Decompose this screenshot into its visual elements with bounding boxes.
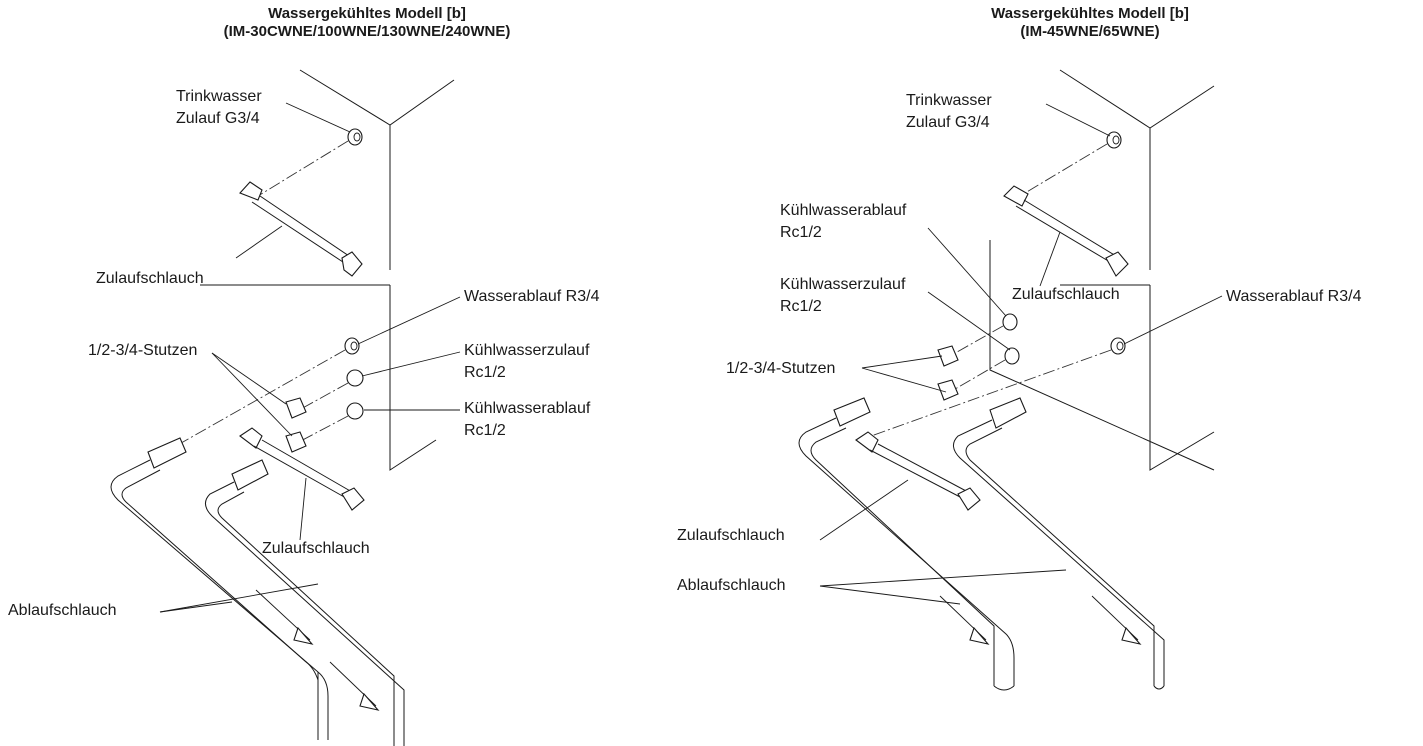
right-label-coolant-drain: Kühlwasserablauf Rc1/2 [780, 200, 906, 244]
right-label-potable-water-line2: Zulauf G3/4 [906, 114, 990, 131]
left-title-line1: Wassergekühltes Modell [b] [268, 5, 466, 22]
right-adapters [937, 345, 959, 401]
right-leader-lines [819, 103, 1223, 605]
left-water-inlet-fitting [347, 128, 363, 146]
right-label-potable-water-line1: Trinkwasser [906, 92, 992, 109]
left-inlet-centerline [257, 140, 349, 197]
right-drain-centerline-1 [859, 349, 1112, 441]
left-label-drain-hose: Ablaufschlauch [8, 602, 117, 619]
left-label-adapter: 1/2-3/4-Stutzen [88, 342, 198, 359]
left-inlet-hose-bottom [239, 427, 365, 511]
right-label-inlet-hose-top: Zulaufschlauch [1012, 286, 1120, 303]
right-label-inlet-hose-bottom: Zulaufschlauch [677, 527, 785, 544]
left-label-water-drain: Wasserablauf R3/4 [464, 288, 600, 305]
right-inlet-centerline [1019, 143, 1108, 197]
left-label-coolant-drain-line1: Kühlwasserablauf [464, 400, 591, 417]
left-diagram [110, 69, 461, 746]
right-label-coolant-inlet: Kühlwasserzulauf Rc1/2 [780, 274, 905, 318]
left-label-potable-water-line1: Trinkwasser [176, 88, 262, 105]
left-label-coolant-inlet: Kühlwasserzulauf Rc1/2 [464, 340, 589, 384]
left-leader-lines [159, 102, 461, 613]
right-title-line1: Wassergekühltes Modell [b] [991, 5, 1189, 22]
left-label-coolant-inlet-line2: Rc1/2 [464, 364, 506, 381]
left-drain-centerline-3 [294, 415, 349, 445]
right-diagram [798, 69, 1223, 691]
left-label-potable-water-inlet: Trinkwasser Zulauf G3/4 [176, 86, 262, 130]
right-coolant-centerline-2 [949, 359, 1006, 393]
right-drain-hose-2 [953, 397, 1165, 690]
right-label-water-drain: Wasserablauf R3/4 [1226, 288, 1362, 305]
right-label-coolant-drain-line2: Rc1/2 [780, 224, 822, 241]
left-label-potable-water-line2: Zulauf G3/4 [176, 110, 260, 127]
right-label-drain-hose: Ablaufschlauch [677, 577, 786, 594]
left-adapters [285, 397, 307, 453]
left-label-coolant-drain: Kühlwasserablauf Rc1/2 [464, 398, 590, 442]
right-coolant-centerline-1 [949, 325, 1004, 357]
left-label-inlet-hose-top: Zulaufschlauch [96, 270, 204, 287]
right-flow-arrow-2-head [1121, 626, 1142, 645]
left-drain-fittings [344, 337, 364, 420]
right-drain-hose-1 [798, 397, 1015, 691]
right-title: Wassergekühltes Modell [b] (IM-45WNE/65W… [935, 5, 1245, 41]
left-housing [200, 69, 455, 471]
right-label-coolant-inlet-line1: Kühlwasserzulauf [780, 276, 906, 293]
left-flow-arrow-2-head [359, 692, 380, 711]
right-coolant-fittings [1002, 313, 1126, 365]
right-title-line2: (IM-45WNE/65WNE) [1020, 23, 1160, 40]
left-title-line2: (IM-30CWNE/100WNE/130WNE/240WNE) [223, 23, 511, 40]
left-label-inlet-hose-bottom: Zulaufschlauch [262, 540, 370, 557]
left-drain-hose-1 [110, 437, 329, 740]
left-label-coolant-inlet-line1: Kühlwasserzulauf [464, 342, 590, 359]
left-drain-hose-2 [205, 459, 405, 746]
right-label-potable-water-inlet: Trinkwasser Zulauf G3/4 [906, 90, 992, 134]
right-label-coolant-inlet-line2: Rc1/2 [780, 298, 822, 315]
right-label-adapter: 1/2-3/4-Stutzen [726, 360, 836, 377]
right-inlet-hose-bottom [855, 431, 981, 511]
right-water-inlet-fitting [1106, 131, 1122, 149]
right-inlet-hose-top [1003, 185, 1129, 277]
right-housing [989, 69, 1215, 471]
left-label-coolant-drain-line2: Rc1/2 [464, 422, 506, 439]
left-flow-arrow-1-head [293, 626, 314, 645]
right-label-coolant-drain-line1: Kühlwasserablauf [780, 202, 907, 219]
left-inlet-hose-top [239, 181, 363, 277]
right-flow-arrow-1-head [969, 626, 990, 645]
left-drain-centerline-1 [159, 349, 346, 456]
left-title: Wassergekühltes Modell [b] (IM-30CWNE/10… [172, 5, 562, 41]
